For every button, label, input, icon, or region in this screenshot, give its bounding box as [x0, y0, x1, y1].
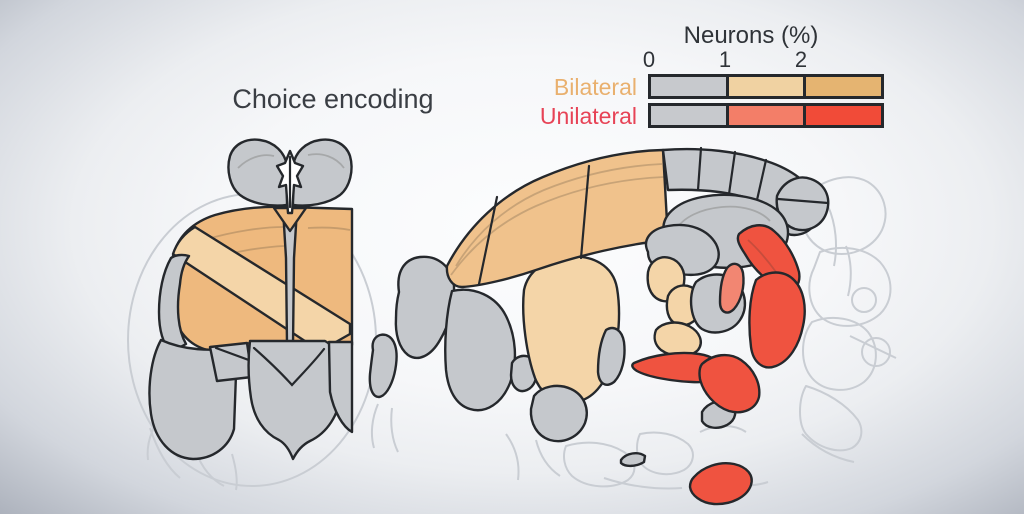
sagittal-olfactory-areas [444, 288, 517, 412]
legend-bar-bilateral [648, 74, 884, 99]
legend-tick-0: 0 [642, 47, 656, 72]
red-region-4 [698, 353, 761, 414]
dorsal-lateral-band-left [157, 253, 191, 354]
salmon-region [718, 262, 745, 314]
dorsal-faint-details [146, 413, 238, 491]
cerebellum-cell-2 [861, 337, 891, 367]
legend-bilateral-seg-mid [725, 77, 804, 96]
sagittal-curl-divider [776, 197, 830, 205]
dorsal-light-band [171, 225, 352, 353]
dorsal-central-inner-v [252, 346, 326, 387]
bulb-inner-lines [237, 153, 345, 169]
sagittal-cortex-dividers [477, 164, 591, 286]
sagittal-hypothalamic-tan [653, 321, 702, 358]
legend-unilateral-seg-high [803, 106, 882, 125]
dorsal-edge-strip [327, 340, 354, 434]
cerebellum-cell-1 [851, 287, 877, 313]
olfactory-bulb-right [291, 138, 353, 207]
legend-tick-1: 1 [718, 47, 732, 72]
sagittal-ventral-sliver [619, 452, 647, 468]
brainstem-outline [799, 205, 897, 463]
sagittal-capsule-strip [596, 326, 626, 386]
sagittal-pallidum [529, 384, 588, 443]
legend-label-bilateral: Bilateral [553, 74, 637, 100]
sagittal-view [368, 146, 897, 506]
sagittal-olfactory-flap [368, 333, 398, 399]
dorsal-view [127, 138, 377, 491]
legend-bilateral-seg-low [651, 77, 726, 96]
sagittal-olfactory-bulb [394, 255, 456, 360]
olfactory-bulb-left [227, 138, 289, 207]
legend-bilateral-seg-high [803, 77, 882, 96]
legend-unilateral-seg-low [651, 106, 726, 125]
sagittal-hippocampus-inner [675, 205, 771, 231]
sagittal-posterior-dividers [696, 146, 768, 202]
legend-label-unilateral: Unilateral [539, 103, 637, 129]
figure-title: Choice encoding [232, 84, 434, 114]
legend-unilateral-seg-mid [725, 106, 804, 125]
sagittal-cortex-layers [450, 163, 665, 276]
red-region-2 [748, 271, 806, 369]
dorsal-central-shape [247, 339, 343, 461]
red-region-1-inner [747, 239, 777, 273]
legend-tick-2: 2 [794, 47, 808, 72]
legend-title: Neurons (%) [683, 22, 819, 49]
red-region-5 [688, 462, 753, 506]
legend-bar-unilateral [648, 103, 884, 128]
